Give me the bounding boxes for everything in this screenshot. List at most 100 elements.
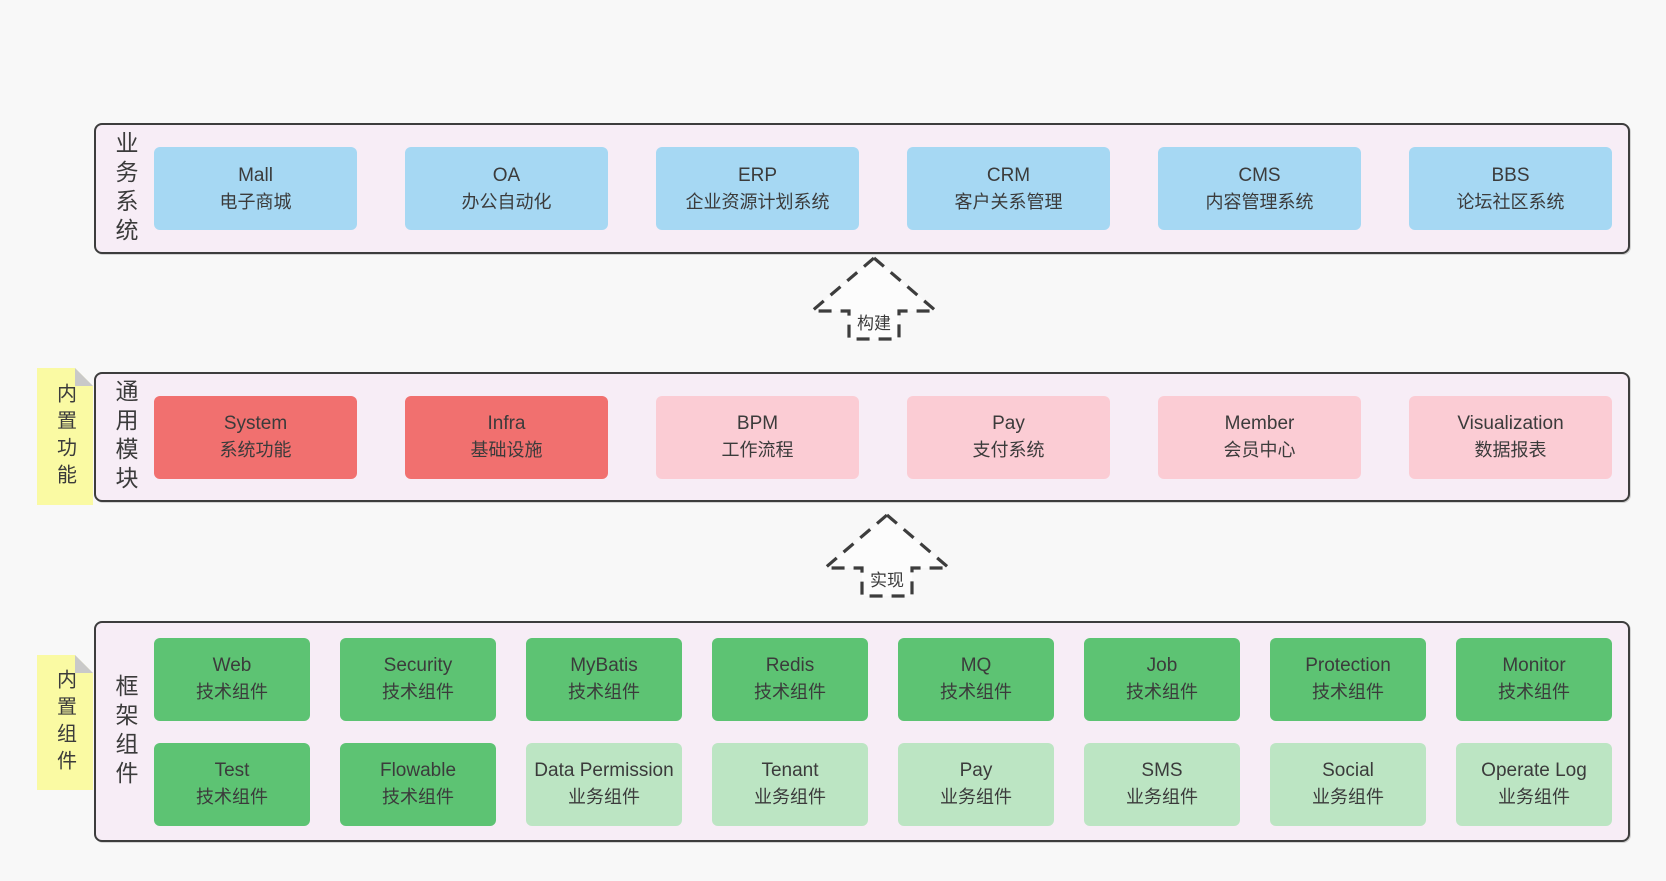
build-arrow: 构建 <box>804 255 944 343</box>
box-name: ERP <box>737 164 778 186</box>
box-subtitle: 技术组件 <box>1312 682 1384 702</box>
box-pay-system: Pay 支付系统 <box>907 395 1110 479</box>
box-bbs: BBS 论坛社区系统 <box>1409 147 1612 230</box>
box-cms: CMS 内容管理系统 <box>1158 147 1361 230</box>
up-arrow-icon <box>820 512 954 598</box>
box-name: Security <box>383 655 453 676</box>
box-web: Web 技术组件 <box>154 637 310 721</box>
box-data-permission: Data Permission 业务组件 <box>526 742 682 826</box>
box-redis: Redis 技术组件 <box>712 637 868 721</box>
common-modules-panel: 通用模块 System 系统功能 Infra 基础设施 BPM 工作流程 Pay… <box>94 372 1630 502</box>
box-mall: Mall 电子商城 <box>154 147 357 230</box>
box-member: Member 会员中心 <box>1158 395 1361 479</box>
box-name: Data Permission <box>534 760 674 781</box>
box-visualization: Visualization 数据报表 <box>1409 395 1612 479</box>
box-protection: Protection 技术组件 <box>1270 637 1426 721</box>
box-subtitle: 数据报表 <box>1474 440 1547 460</box>
implement-arrow-label: 实现 <box>867 566 907 591</box>
business-systems-label: 业务系统 <box>112 130 138 247</box>
box-name: Infra <box>487 413 526 434</box>
box-subtitle: 技术组件 <box>568 682 640 702</box>
box-subtitle: 论坛社区系统 <box>1456 191 1565 212</box>
box-name: CRM <box>986 164 1031 186</box>
box-name: Pay <box>959 760 993 781</box>
box-subtitle: 业务组件 <box>940 787 1012 807</box>
box-name: MQ <box>960 655 992 676</box>
box-subtitle: 基础设施 <box>470 440 543 460</box>
builtin-features-note: 内置功能 <box>37 368 93 505</box>
box-subtitle: 工作流程 <box>721 440 794 460</box>
builtin-components-note: 内置组件 <box>37 655 93 790</box>
box-test: Test 技术组件 <box>154 742 310 826</box>
box-pay-component: Pay 业务组件 <box>898 742 1054 826</box>
box-name: Test <box>214 760 250 781</box>
tech-components-row: Web 技术组件 Security 技术组件 MyBatis 技术组件 Redi… <box>154 637 1612 721</box>
box-subtitle: 企业资源计划系统 <box>685 191 830 212</box>
box-name: Member <box>1224 413 1295 434</box>
box-operate-log: Operate Log 业务组件 <box>1456 742 1612 826</box>
box-name: Flowable <box>379 760 457 781</box>
box-oa: OA 办公自动化 <box>405 147 608 230</box>
box-subtitle: 办公自动化 <box>461 191 552 212</box>
box-name: Web <box>212 655 252 676</box>
box-subtitle: 技术组件 <box>940 682 1012 702</box>
box-system: System 系统功能 <box>154 395 357 479</box>
box-crm: CRM 客户关系管理 <box>907 147 1110 230</box>
box-subtitle: 业务组件 <box>1312 787 1384 807</box>
box-erp: ERP 企业资源计划系统 <box>656 147 859 230</box>
box-subtitle: 技术组件 <box>1126 682 1198 702</box>
box-subtitle: 支付系统 <box>972 440 1045 460</box>
common-modules-row: System 系统功能 Infra 基础设施 BPM 工作流程 Pay 支付系统… <box>154 395 1612 479</box>
box-name: SMS <box>1141 760 1183 781</box>
framework-components-label: 框架组件 <box>112 673 138 790</box>
box-name: Tenant <box>761 760 819 781</box>
box-subtitle: 技术组件 <box>196 682 268 702</box>
business-systems-rows: Mall 电子商城 OA 办公自动化 ERP 企业资源计划系统 CRM 客户关系… <box>154 125 1628 252</box>
business-systems-row: Mall 电子商城 OA 办公自动化 ERP 企业资源计划系统 CRM 客户关系… <box>154 147 1612 230</box>
box-job: Job 技术组件 <box>1084 637 1240 721</box>
box-subtitle: 内容管理系统 <box>1205 191 1314 212</box>
box-mybatis: MyBatis 技术组件 <box>526 637 682 721</box>
box-subtitle: 技术组件 <box>196 787 268 807</box>
box-subtitle: 业务组件 <box>1498 787 1570 807</box>
box-name: Monitor <box>1502 655 1566 676</box>
box-monitor: Monitor 技术组件 <box>1456 637 1612 721</box>
box-subtitle: 会员中心 <box>1223 440 1296 460</box>
box-subtitle: 技术组件 <box>754 682 826 702</box>
box-infra: Infra 基础设施 <box>405 395 608 479</box>
box-subtitle: 客户关系管理 <box>954 191 1063 212</box>
common-modules-label: 通用模块 <box>112 379 138 495</box>
build-arrow-label: 构建 <box>854 309 894 334</box>
box-flowable: Flowable 技术组件 <box>340 742 496 826</box>
framework-components-rows: Web 技术组件 Security 技术组件 MyBatis 技术组件 Redi… <box>154 623 1628 840</box>
box-subtitle: 业务组件 <box>1126 787 1198 807</box>
box-name: BBS <box>1491 164 1530 186</box>
up-arrow-icon <box>807 255 941 341</box>
box-name: MyBatis <box>570 655 638 676</box>
box-name: System <box>223 413 288 434</box>
box-subtitle: 技术组件 <box>382 787 454 807</box>
box-name: Visualization <box>1457 413 1564 434</box>
box-subtitle: 技术组件 <box>1498 682 1570 702</box>
box-subtitle: 系统功能 <box>219 440 292 460</box>
box-mq: MQ 技术组件 <box>898 637 1054 721</box>
box-name: Operate Log <box>1481 760 1587 781</box>
box-security: Security 技术组件 <box>340 637 496 721</box>
box-name: CMS <box>1238 164 1281 186</box>
business-components-row: Test 技术组件 Flowable 技术组件 Data Permission … <box>154 742 1612 826</box>
box-name: Job <box>1146 655 1178 676</box>
box-bpm: BPM 工作流程 <box>656 395 859 479</box>
box-name: Redis <box>765 655 815 676</box>
box-subtitle: 业务组件 <box>754 787 826 807</box>
box-name: OA <box>492 164 521 186</box>
box-social: Social 业务组件 <box>1270 742 1426 826</box>
box-subtitle: 业务组件 <box>568 787 640 807</box>
box-name: Pay <box>992 413 1025 434</box>
box-name: Mall <box>238 164 273 186</box>
box-name: Social <box>1322 760 1374 781</box>
box-name: BPM <box>736 413 779 434</box>
implement-arrow: 实现 <box>817 512 957 600</box>
business-systems-panel: 业务系统 Mall 电子商城 OA 办公自动化 ERP 企业资源计划系统 CRM… <box>94 123 1630 254</box>
box-sms: SMS 业务组件 <box>1084 742 1240 826</box>
common-modules-rows: System 系统功能 Infra 基础设施 BPM 工作流程 Pay 支付系统… <box>154 374 1628 500</box>
